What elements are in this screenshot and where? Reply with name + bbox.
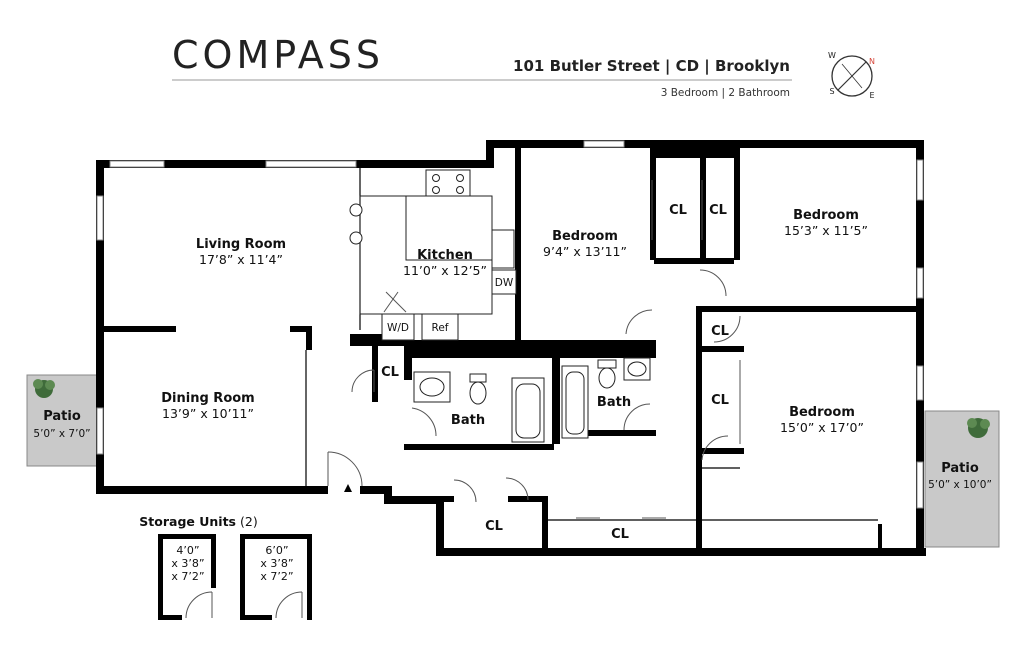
kitchen-name: Kitchen: [417, 248, 473, 263]
closet-label: CL: [669, 203, 687, 218]
patio-right-name: Patio: [941, 461, 979, 476]
storage-unit-2-line1: 6’0”: [265, 544, 288, 557]
storage-unit-1-line2: x 3’8”: [171, 557, 204, 570]
storage-unit-1: 4’0” x 3’8” x 7’2”: [158, 534, 216, 620]
dining-room-dims: 13’9” x 10’11”: [162, 406, 254, 421]
dining-room-name: Dining Room: [161, 391, 254, 406]
compass-east-label: E: [869, 91, 874, 100]
patio-left: Patio 5’0” x 7’0”: [26, 374, 100, 467]
unit-summary: 3 Bedroom | 2 Bathroom: [661, 87, 790, 99]
bedroom1-name: Bedroom: [552, 229, 618, 244]
entry-arrow-icon: [344, 484, 352, 492]
windows: [96, 140, 924, 509]
bedroom1-dims: 9’4” x 13’11”: [543, 244, 627, 259]
storage-unit-2-line3: x 7’2”: [260, 570, 293, 583]
bath1-name: Bath: [451, 413, 485, 428]
compass-south-label: S: [829, 87, 834, 96]
closet-label: CL: [711, 393, 729, 408]
toilet-icon: [597, 359, 617, 369]
bath1-fixtures: [413, 371, 545, 443]
closet-label: CL: [711, 324, 729, 339]
compass-west-label: W: [828, 51, 836, 60]
kitchen-fixtures: DW W/D Ref: [349, 169, 517, 341]
washer-dryer: [381, 313, 415, 341]
closet-label: CL: [485, 519, 503, 534]
closet-label: CL: [709, 203, 727, 218]
bedroom2-name: Bedroom: [793, 208, 859, 223]
bedroom3-dims: 15’0” x 17’0”: [780, 420, 864, 435]
brand-logo: COMPASS: [172, 33, 384, 77]
patio-left-dims: 5’0” x 7’0”: [33, 428, 90, 440]
sink-icon: [491, 229, 515, 269]
refrigerator: [421, 313, 459, 341]
closet-label: CL: [611, 527, 629, 542]
bath2-name: Bath: [597, 395, 631, 410]
storage-title: Storage Units: [139, 514, 236, 529]
storage-units: Storage Units (2) 4’0” x 3’8” x 7’2” 6’0…: [139, 514, 312, 620]
bedroom3-name: Bedroom: [789, 405, 855, 420]
address-title: 101 Butler Street | CD | Brooklyn: [513, 57, 790, 76]
storage-count: (2): [240, 514, 258, 529]
washer-dryer-label: W/D: [387, 322, 409, 334]
patio-right-dims: 5’0” x 10’0”: [928, 479, 992, 491]
bath2-fixtures: [561, 357, 651, 439]
patio-right: Patio 5’0” x 10’0”: [924, 410, 1000, 548]
dishwasher-label: DW: [495, 277, 514, 289]
storage-unit-2-line2: x 3’8”: [260, 557, 293, 570]
compass-icon: N S E W: [828, 51, 875, 100]
dishwasher: [491, 269, 517, 295]
living-room-name: Living Room: [196, 237, 286, 252]
kitchen-dims: 11’0” x 12’5”: [403, 263, 487, 278]
toilet-icon: [469, 373, 487, 383]
refrigerator-label: Ref: [432, 322, 449, 334]
living-room-dims: 17’8” x 11’4”: [199, 252, 283, 267]
doors: [327, 180, 741, 519]
closet-label: CL: [381, 365, 399, 380]
stool-icon: [349, 231, 363, 245]
patio-left-name: Patio: [43, 409, 81, 424]
storage-unit-1-line1: 4’0”: [176, 544, 199, 557]
bedroom2-dims: 15’3” x 11’5”: [784, 223, 868, 238]
stool-icon: [349, 203, 363, 217]
compass-north-label: N: [869, 57, 875, 66]
storage-unit-2: 6’0” x 3’8” x 7’2”: [240, 534, 312, 620]
storage-unit-1-line3: x 7’2”: [171, 570, 204, 583]
